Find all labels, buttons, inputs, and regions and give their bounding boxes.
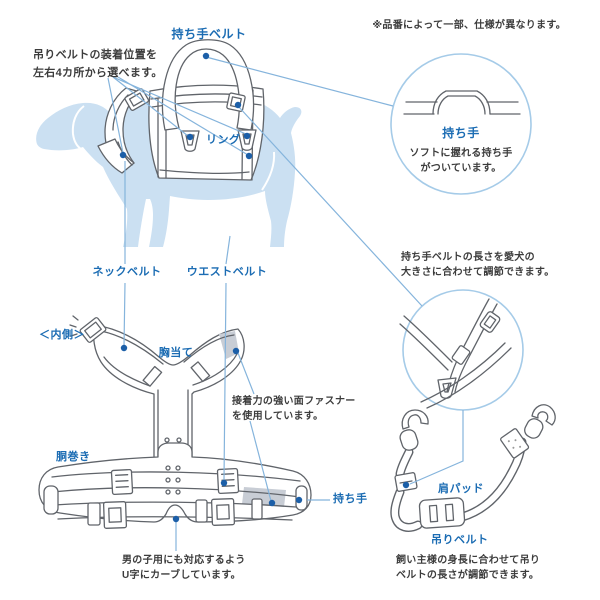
label-lift-belt: 吊りベルト — [431, 534, 489, 546]
velcro-note: 接着力の強い面ファスナー を使用しています。 — [232, 396, 356, 422]
chest-pad-illustration — [69, 315, 245, 478]
lift-belt-illustration — [390, 404, 556, 532]
body-wrap-illustration — [38, 442, 312, 529]
label-ring: リング — [206, 134, 241, 146]
lift-positions-note: 吊りベルトの装着位置を 左右4カ所から選べます。 — [33, 49, 163, 79]
label-shoulder-pad: 肩パッド — [438, 483, 484, 495]
label-chest-pad: 胸当て — [158, 347, 194, 359]
label-handle-bottom: 持ち手 — [333, 493, 368, 505]
label-neck-belt: ネックベルト — [92, 266, 162, 278]
handle-detail-circle — [390, 53, 532, 195]
lift-belt-adjust-note: 飼い主様の身長に合わせて吊り ベルトの長さが調節できます。 — [396, 555, 541, 581]
attachment-dots — [119, 52, 410, 523]
harness-illustration — [97, 39, 265, 181]
callout-handle-body: ソフトに握れる持ち手 がついています。 — [409, 148, 513, 174]
label-handle-belt: 持ち手ベルト — [171, 27, 247, 41]
leader-lines — [107, 56, 464, 551]
handle-belt-adjust-note: 持ち手ベルトの長さを愛犬の 大きさに合わせて調節できます。 — [401, 252, 555, 278]
label-waist-belt: ウエストベルト — [186, 266, 268, 278]
spec-disclaimer-note: ※品番によって一部、仕様が異なります。 — [372, 20, 566, 31]
label-body-wrap: 胴巻き — [56, 451, 91, 463]
label-inside-view: ＜内側＞ — [39, 329, 85, 341]
adjuster-detail-circle — [399, 289, 524, 411]
callout-handle-title: 持ち手 — [442, 126, 480, 140]
u-curve-note: 男の子用にも対応するよう U字にカーブしています。 — [122, 555, 246, 581]
